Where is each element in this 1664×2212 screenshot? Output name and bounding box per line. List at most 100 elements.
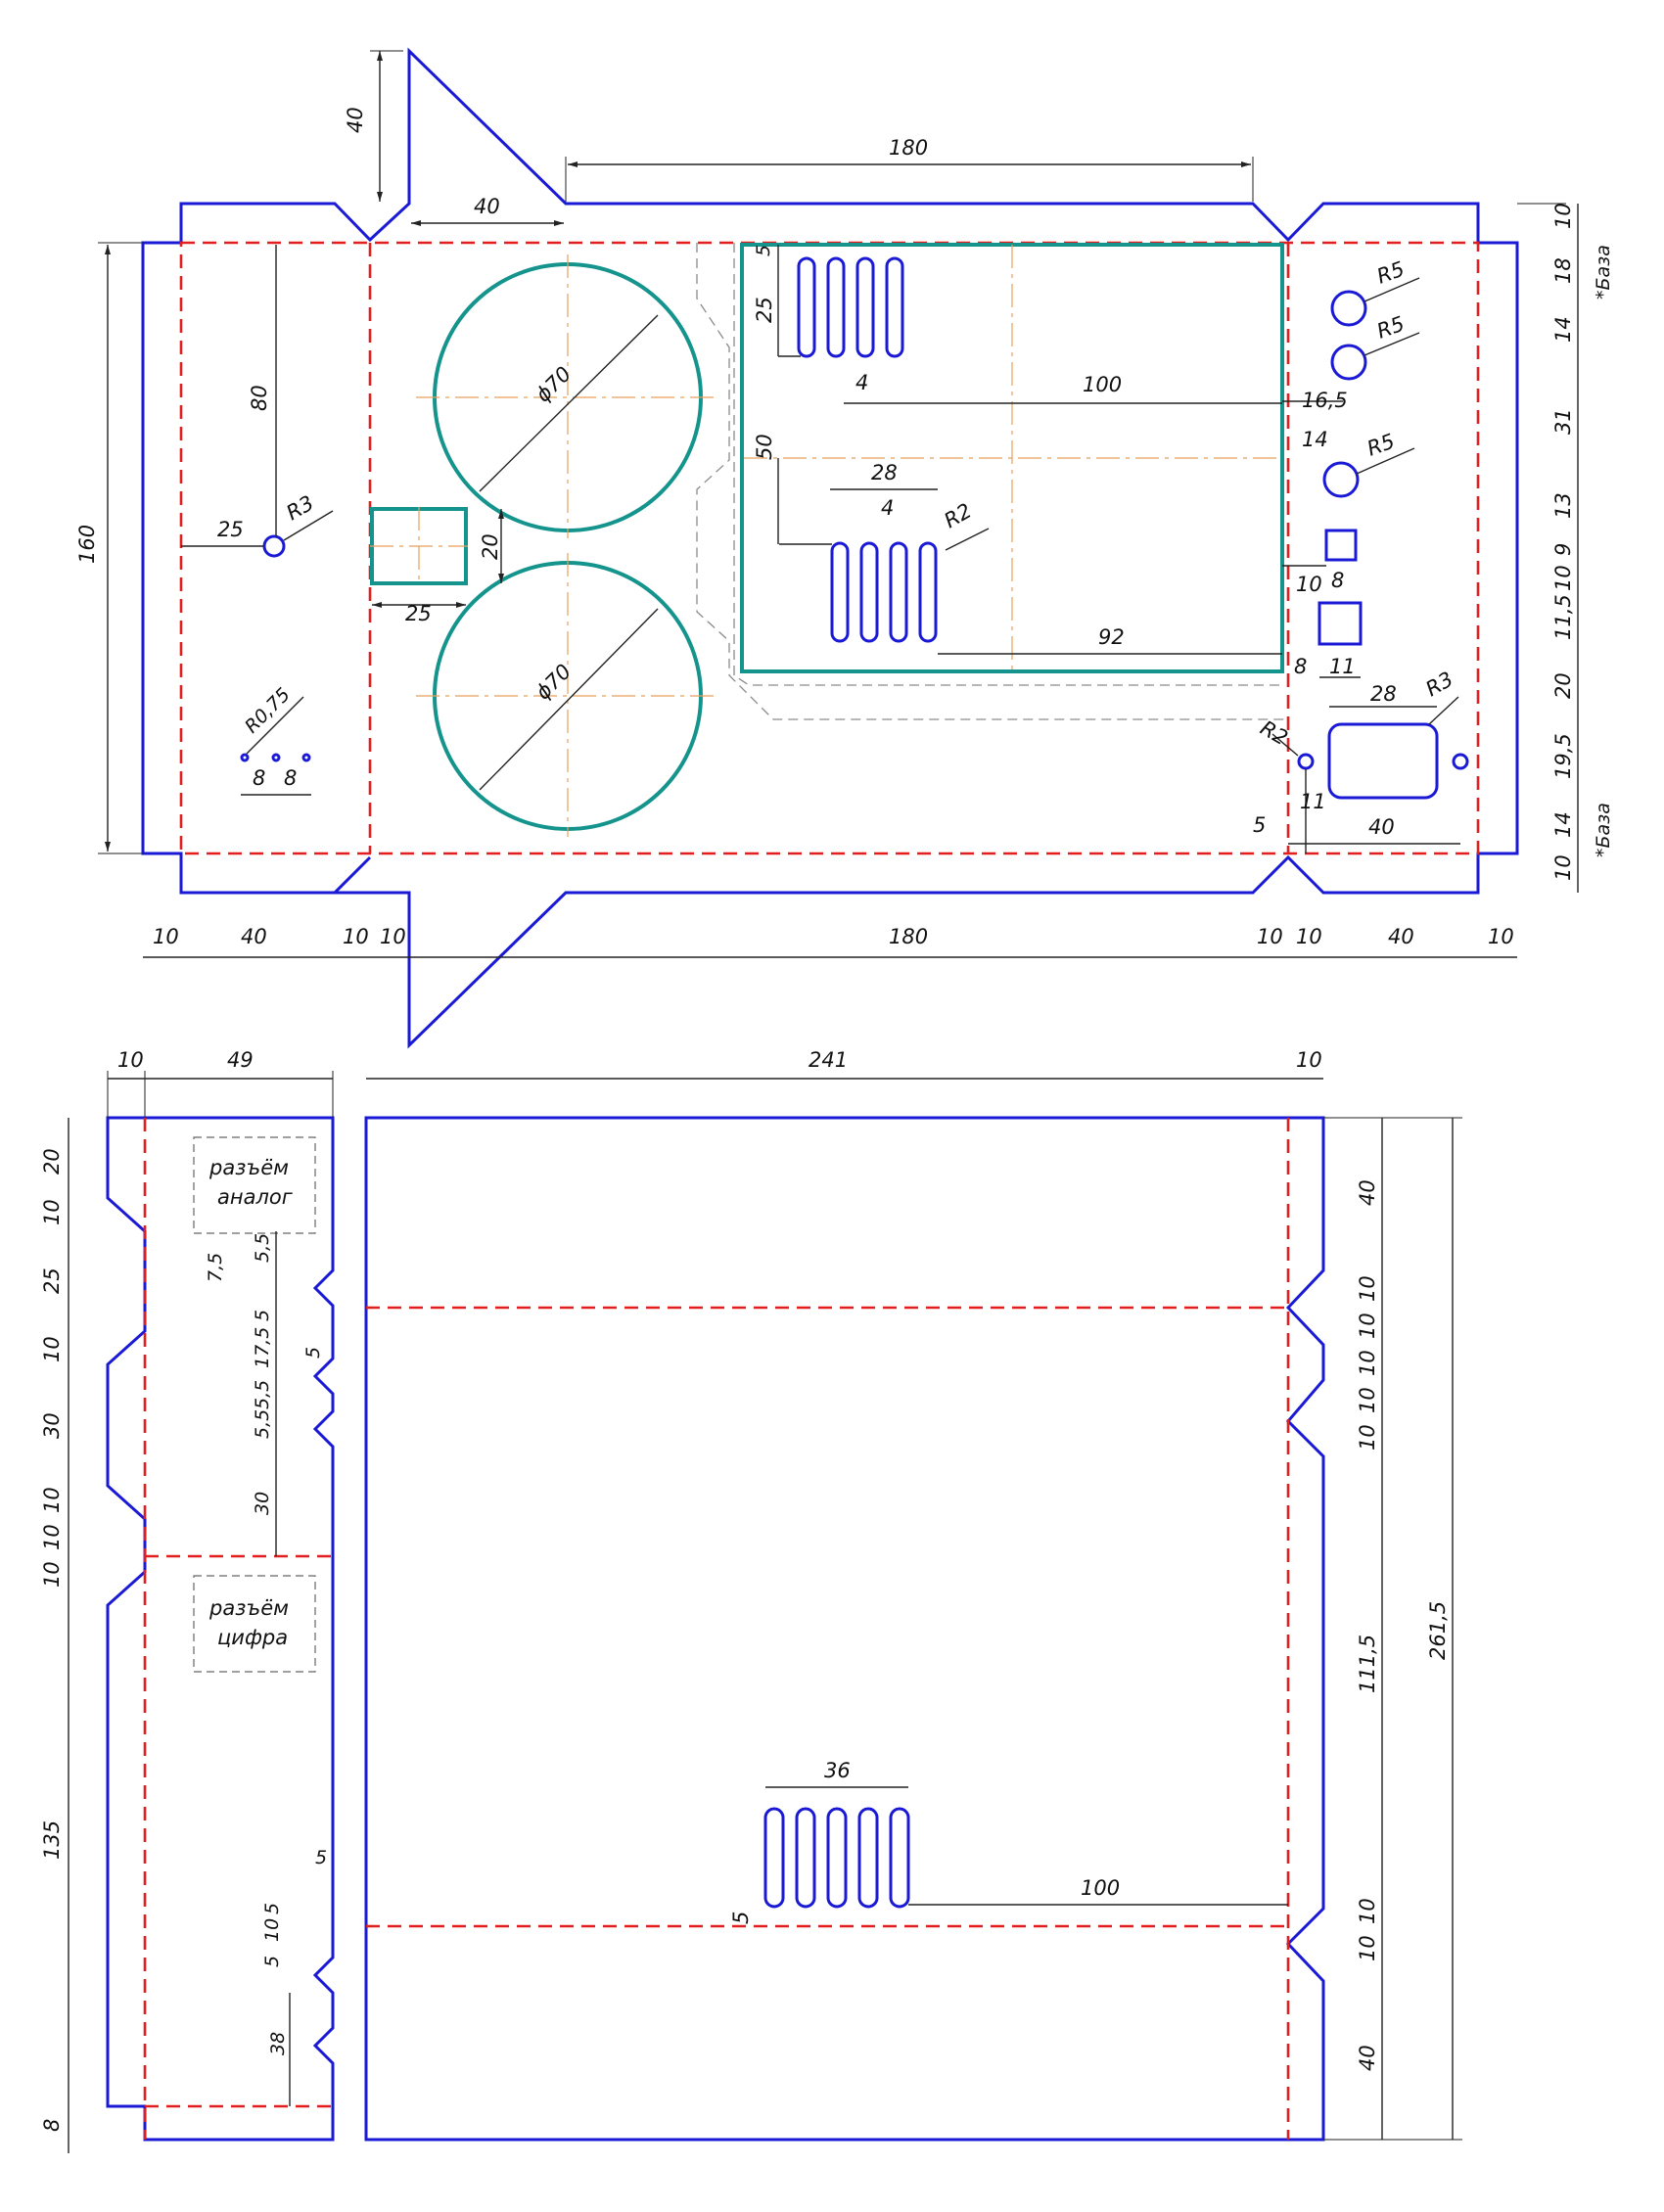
dim-tab-width: 40 [474,195,500,218]
base-slots [763,1807,910,1909]
connector-analog-line1: разъём [208,1156,289,1179]
r3-hole [262,534,286,558]
small-square-hole [1324,529,1358,562]
dim-square-width: 25 [405,602,432,625]
svg-text:5,5: 5,5 [252,1409,273,1439]
dim-92: 92 [1098,625,1125,649]
dim-40-connector: 40 [1368,815,1395,839]
dim-slot-length: 25 [753,297,776,323]
top-view-dimension-lines [98,50,1579,958]
svg-text:30: 30 [40,1412,64,1439]
svg-text:10: 10 [40,1199,64,1225]
svg-text:135: 135 [40,1820,64,1860]
svg-text:5,5: 5,5 [252,1380,273,1409]
side-strip-view: разъём аналог разъём цифра 10 49 20 10 2… [40,1048,335,2153]
svg-text:30: 30 [252,1492,273,1515]
connector-analog-line2: аналог [217,1185,294,1209]
svg-text:10: 10 [1356,1898,1379,1924]
base-view-outline [364,1116,1325,2142]
svg-text:10: 10 [1356,1350,1379,1376]
dim-connector-r3: R3 [1422,668,1457,702]
right-dimension-column: 10 18 14 31 13 9 10 11,5 20 19,5 14 10 [1551,203,1575,881]
svg-text:10: 10 [1356,1313,1379,1339]
svg-text:20: 20 [40,1148,64,1175]
svg-text:40: 40 [1388,925,1414,948]
svg-text:10: 10 [1356,1424,1379,1451]
small-hole-2 [271,753,281,762]
svg-text:5,5: 5,5 [252,1233,273,1263]
svg-text:11,5: 11,5 [1551,594,1575,640]
svg-text:14: 14 [1551,316,1575,343]
dim-small-10: 10 [1296,573,1322,596]
svg-text:111,5: 111,5 [1356,1635,1379,1693]
dim-slot-group-width: 28 [871,461,898,484]
r5-hole-c [1322,461,1360,498]
dim-r5-a: R5 [1374,257,1408,289]
svg-text:10: 10 [40,1524,64,1550]
slots-bottom [830,541,938,643]
svg-text:10: 10 [1296,1048,1322,1072]
svg-text:10: 10 [40,1561,64,1588]
svg-text:5: 5 [315,1847,327,1868]
dim-50: 50 [753,434,776,460]
svg-text:10: 10 [40,1336,64,1362]
dim-16-5: 16,5 [1302,389,1348,412]
svg-text:180: 180 [889,925,928,948]
dim-rect-11: 11 [1329,655,1356,678]
connector-cutout [1327,722,1439,800]
svg-text:49: 49 [227,1048,254,1072]
svg-text:5: 5 [252,1310,273,1321]
top-view: 40 40 180 160 80 25 R3 R0,75 8 8 ϕ70 ϕ70… [75,47,1614,1049]
dim-rect-8: 8 [1294,655,1307,678]
dim-slot-pitch-top: 4 [855,371,868,394]
r5-hole-a [1330,290,1367,327]
dim-phi70-bottom: ϕ70 [532,660,577,705]
svg-text:10: 10 [1551,565,1575,591]
side-strip-dimension-lines [68,1071,334,2153]
dim-pitch-a: 8 [253,766,265,790]
svg-text:19,5: 19,5 [1551,733,1575,779]
r2-hole-left [1297,753,1315,770]
svg-text:241: 241 [809,1048,848,1072]
connector-digital-box [193,1575,316,1673]
dim-11: 11 [1300,790,1326,813]
svg-text:9: 9 [1551,543,1575,556]
dim-hole-80: 80 [248,385,271,411]
small-hole-1 [240,753,250,762]
svg-text:100: 100 [1081,1876,1120,1900]
r5-hole-b [1330,344,1367,381]
dim-r3-left: R3 [283,491,318,526]
dim-r5-b: R5 [1374,312,1408,344]
svg-text:10: 10 [1488,925,1514,948]
svg-text:10: 10 [1356,1935,1379,1961]
svg-text:10: 10 [117,1048,144,1072]
dim-top-span: 180 [889,136,928,160]
dim-5: 5 [1253,813,1266,837]
svg-text:10: 10 [1551,203,1575,229]
svg-text:10: 10 [1356,1387,1379,1413]
rect-hole [1317,601,1363,646]
connector-digital-line1: разъём [208,1596,289,1620]
baza-note-top: *База [1593,245,1614,300]
dim-r5-c: R5 [1364,430,1398,461]
bottom-dimension-row: 10 40 10 10 180 10 10 40 10 [153,925,1514,948]
dim-small-8: 8 [1331,569,1344,592]
base-dimension-labels: 241 10 261,5 40 10 10 10 10 10 111,5 10 … [729,1048,1450,2071]
svg-text:10: 10 [1551,854,1575,881]
dim-r2-right: R2 [1257,716,1292,751]
dim-phi70-top: ϕ70 [532,362,577,407]
svg-text:25: 25 [40,1267,64,1294]
svg-text:18: 18 [1551,257,1575,284]
top-view-outline [141,47,1519,1049]
slots-top [797,256,904,358]
dim-slot-top-gap: 5 [753,245,774,256]
svg-text:40: 40 [1356,1179,1379,1206]
svg-text:5: 5 [261,1956,283,1967]
svg-text:10: 10 [1296,925,1322,948]
dim-connector-28: 28 [1370,682,1397,706]
svg-text:5: 5 [302,1347,324,1359]
svg-text:40: 40 [241,925,267,948]
dim-r075: R0,75 [241,684,295,738]
r2-hole-right [1452,753,1469,770]
